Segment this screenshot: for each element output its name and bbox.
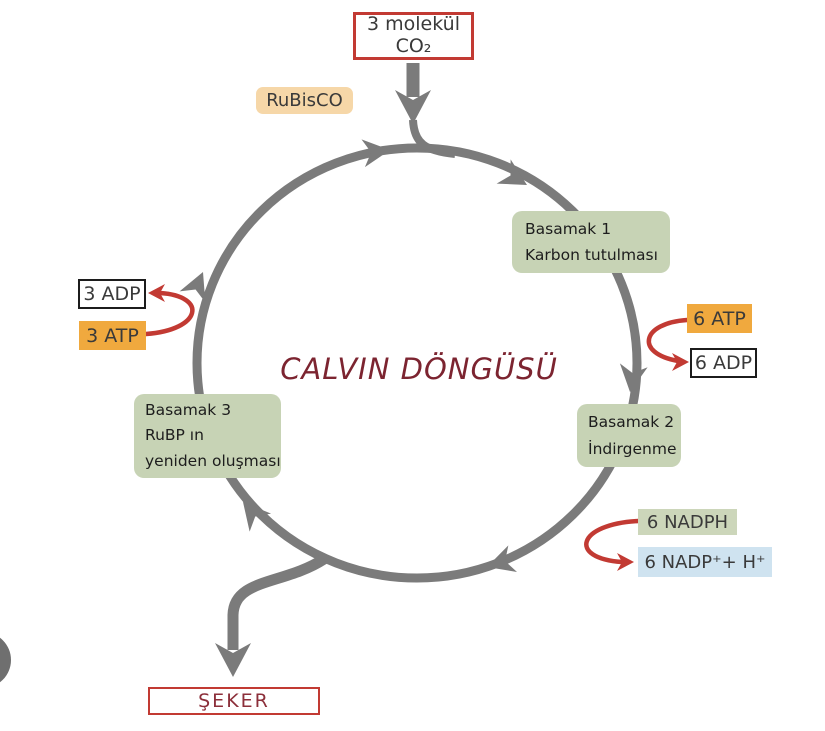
atp-adp-arrow-right <box>646 317 690 364</box>
seker-label: ŞEKER <box>198 690 270 712</box>
step2-box: Basamak 2 İndirgenme <box>577 404 681 467</box>
seker-exit-arrow-shaft <box>227 554 327 650</box>
step2-subtitle: İndirgenme <box>588 439 677 458</box>
cycle-circle-arrow <box>192 143 642 583</box>
co2-entry-arrowhead-icon <box>395 90 431 124</box>
cycle-arrowhead-upper-right-icon <box>496 159 527 185</box>
seker-exit-arrowhead-icon <box>215 643 251 677</box>
co2-line2: CO₂ <box>395 35 432 57</box>
edge-partial-circle <box>0 632 11 688</box>
seker-output-box: ŞEKER <box>148 687 320 715</box>
cycle-arrowhead-lower-left-icon <box>243 502 272 532</box>
co2-input-box: 3 molekül CO₂ <box>353 12 474 60</box>
step2-title: Basamak 2 <box>588 413 675 432</box>
atp-adp-arrowhead-right-icon <box>672 353 689 371</box>
co2-entry-merge-stub <box>409 119 456 158</box>
rubisco-enzyme-box: RuBisCO <box>256 87 353 114</box>
nadp-label: 6 NADP⁺+ H⁺ <box>644 551 766 573</box>
atp3-label: 3 ATP <box>86 324 139 347</box>
cycle-arrowhead-left-icon <box>179 272 206 303</box>
nadp-box: 6 NADP⁺+ H⁺ <box>638 547 772 577</box>
cycle-arrowhead-right-icon <box>619 363 648 392</box>
adp3-label: 3 ADP <box>83 283 141 305</box>
nadph-nadp-arrowhead-icon <box>617 553 634 571</box>
step1-box: Basamak 1 Karbon tutulması <box>512 211 670 273</box>
atp6-box: 6 ATP <box>687 304 752 333</box>
atp-adp-arrowhead-left-icon <box>148 284 165 302</box>
co2-line1: 3 molekül <box>367 13 460 36</box>
rubisco-label: RuBisCO <box>266 90 343 111</box>
step3-line3: yeniden oluşması <box>145 451 281 470</box>
atp3-box: 3 ATP <box>79 321 146 350</box>
cycle-arrowhead-top-icon <box>361 139 390 168</box>
step1-title: Basamak 1 <box>525 219 612 238</box>
atp-adp-arrow-left <box>143 290 195 337</box>
step3-title: Basamak 3 <box>145 400 232 419</box>
diagram-title: CALVIN DÖNGÜSÜ <box>280 352 558 386</box>
adp6-label: 6 ADP <box>694 352 753 374</box>
adp3-box: 3 ADP <box>78 279 146 309</box>
step1-subtitle: Karbon tutulması <box>525 246 658 264</box>
cycle-arrowhead-bottom-icon <box>487 545 518 572</box>
nadph-nadp-arrow <box>584 518 641 565</box>
atp6-label: 6 ATP <box>693 307 746 330</box>
step3-line2: RuBP ın <box>145 426 204 445</box>
adp6-box: 6 ADP <box>690 348 757 378</box>
step3-box: Basamak 3 RuBP ın yeniden oluşması <box>134 394 281 478</box>
nadph-box: 6 NADPH <box>638 509 737 535</box>
nadph-label: 6 NADPH <box>646 511 729 533</box>
